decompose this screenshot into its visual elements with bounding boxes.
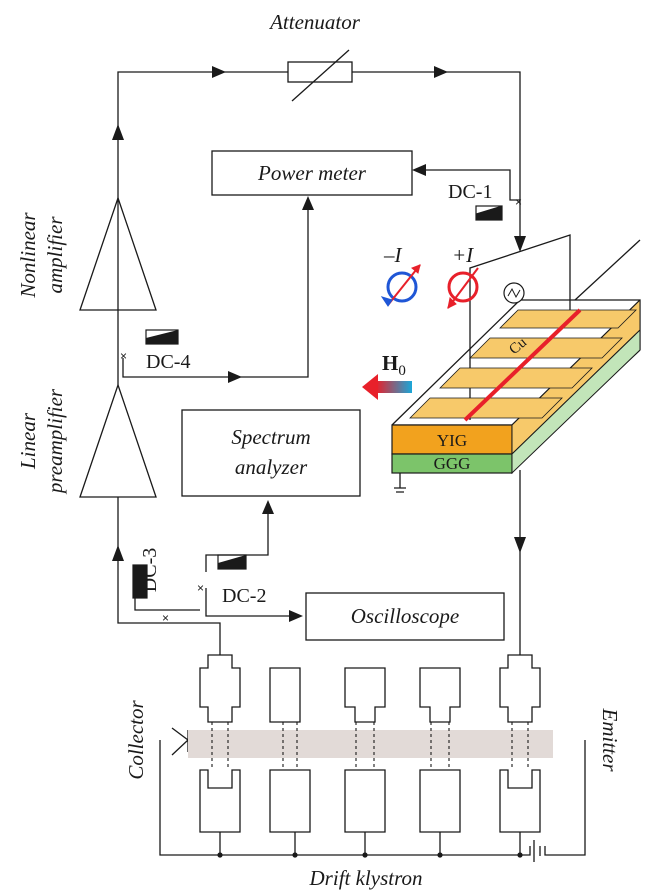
dc1-to-power-meter-wire [420,169,520,201]
arrow-top-right [434,66,448,78]
dc4-label: DC-4 [146,351,190,373]
klystron-bus-wire [159,740,586,856]
top-loop-wire [117,71,288,310]
top-right-wire [352,71,521,245]
attenuator-box [287,61,353,83]
bus-taps [219,832,521,855]
h0-label-main: H [382,351,398,375]
yig-label: YIG [437,431,467,450]
klystron-beam-band [188,730,553,758]
power-meter-box [211,150,413,196]
spectrum-analyzer-label-2: analyzer [235,455,308,479]
dc4-to-power-meter-wire [122,200,309,378]
h0-label: H0 [382,351,406,379]
bus-junction-dots [217,852,523,858]
dc4-coupler-icon [146,330,178,344]
h0-arrow-body [376,381,412,393]
dc3-cross: × [162,611,169,625]
dc3-label: DC-3 [139,548,161,592]
minus-i-label: –I [383,243,403,267]
arrow-up-nonlinear-out [112,124,124,140]
nonlinear-amplifier-label-1: Nonlinear [16,212,40,299]
arrow-down-to-klystron [514,537,526,553]
arrow-down-to-sample [514,236,526,252]
klystron-cavity-1 [199,654,241,833]
oscilloscope-box [305,592,505,641]
arrow-top-left [212,66,226,78]
arrow-up-power-meter [302,196,314,210]
flow-arrows [112,66,526,622]
oscilloscope-label: Oscilloscope [351,604,459,628]
klystron-cavity-5 [499,654,541,833]
arrow-up-preamp-input [112,545,124,561]
klystron-cavity-3 [344,667,386,833]
emitter-label: Emitter [598,708,622,773]
dc2-to-oscilloscope-wire [205,588,296,617]
collector-horn [171,727,189,756]
linear-preamplifier [79,382,157,498]
klystron-cavity-4 [419,667,461,833]
dc2-cross: × [197,581,204,595]
collector-label: Collector [124,700,148,780]
cu-wire [463,308,582,422]
h0-arrow-head [362,374,378,400]
spectrum-analyzer-label-1: Spectrum [231,425,310,449]
linear-preamplifier-label-1: Linear [16,412,40,470]
klystron-dashed-links [211,722,529,770]
dc3-coupler-icon [133,565,147,598]
dc4-cross: × [120,349,127,363]
arrow-to-power-meter-right [412,164,426,176]
ggg-label: GGG [434,454,471,473]
power-meter-label: Power meter [257,161,367,185]
arrow-to-oscilloscope [289,610,303,622]
spectrum-analyzer-box [181,409,361,497]
nonlinear-amplifier-label-2: amplifier [43,216,67,294]
attenuator-label: Attenuator [268,10,361,34]
ggg-side [511,328,641,475]
linear-preamplifier-label-2: preamplifier [43,388,67,495]
plus-i-label: +I [452,243,474,267]
dc1-coupler-icon [475,205,503,221]
dc1-label: DC-1 [448,181,492,203]
battery-symbol [533,840,541,862]
dc2-coupler-icon [218,555,246,569]
plus-i-loop-icon [447,267,479,309]
dc2-label: DC-2 [222,585,266,607]
dc1-cross: × [515,195,522,209]
attenuator-arrow-line [291,49,350,102]
arrow-up-spectrum [262,500,274,514]
arrow-dc4-right [228,371,242,383]
klystron-cavity-2 [269,667,311,833]
h0-label-sub: 0 [398,363,406,379]
drift-klystron-label: Drift klystron [309,866,423,890]
minus-i-loop-icon [380,264,421,307]
